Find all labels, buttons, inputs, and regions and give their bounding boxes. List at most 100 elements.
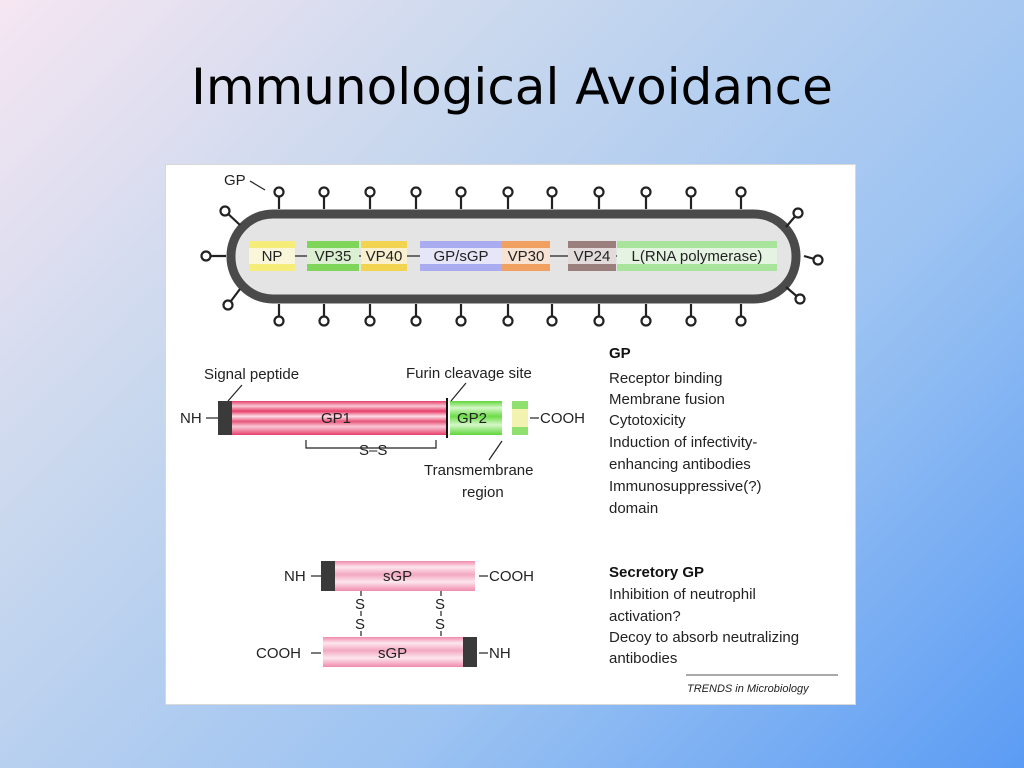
disulfide-s: S: [355, 596, 365, 613]
diagram-svg: GP NP VP35 VP40 GP/sGP VP30 VP24 L(RNA polymer…: [180, 172, 838, 695]
gene-block: NP: [249, 241, 295, 271]
gp-label-leader: [249, 180, 266, 191]
signal-peptide-leader: [227, 384, 243, 402]
sgp-function-item: activation?: [609, 608, 681, 625]
sgp-bottom-label: sGP: [378, 645, 407, 662]
gene-label: NP: [262, 248, 283, 265]
transmembrane-label-2: region: [462, 484, 504, 501]
gp-spike: [502, 304, 514, 327]
transmembrane-block: [512, 401, 528, 435]
gp-function-item: enhancing antibodies: [609, 456, 751, 473]
gp-spike: [502, 186, 514, 209]
disulfide-label: S–S: [359, 442, 387, 459]
gene-map: NP VP35 VP40 GP/sGP VP30 VP24 L(RNA polymerase…: [249, 241, 777, 271]
gp-spike: [410, 304, 422, 327]
gp2-label: GP2: [457, 410, 487, 427]
gp-spikes: [200, 186, 824, 327]
gp-spike: [735, 186, 747, 209]
gene-label: VP35: [315, 248, 352, 265]
gp-spike: [785, 286, 806, 305]
source-label: TRENDS in Microbiology: [687, 683, 810, 695]
gene-block: L(RNA polymerase): [617, 241, 777, 271]
gp-spike: [685, 186, 697, 209]
membrane-gap: [502, 401, 512, 435]
sgp-bottom-nh-label: NH: [489, 645, 511, 662]
gp-spike: [546, 186, 558, 209]
disulfide-s: S: [355, 616, 365, 633]
sgp-bottom-signal-block: [463, 637, 477, 667]
sgp-functions-heading: Secretory GP: [609, 564, 704, 581]
gp-spike: [219, 205, 241, 226]
gp-spike: [546, 304, 558, 327]
sgp-function-item: Inhibition of neutrophil: [609, 586, 756, 603]
gp-nh-label: NH: [180, 410, 202, 427]
furin-site-leader: [450, 382, 467, 402]
furin-site-label: Furin cleavage site: [406, 365, 532, 382]
disulfide-s: S: [435, 616, 445, 633]
gp-spike: [640, 186, 652, 209]
gp-function-item: Receptor binding: [609, 370, 722, 387]
signal-peptide-label: Signal peptide: [204, 366, 299, 383]
virion: GP NP VP35 VP40 GP/sGP VP30 VP24 L(RNA polymer…: [200, 172, 824, 327]
sgp-function-item: Decoy to absorb neutralizing: [609, 629, 799, 646]
gp-function-item: domain: [609, 500, 658, 517]
gp-spike: [200, 250, 226, 262]
transmembrane-leader: [488, 440, 503, 461]
gp-function-item: Induction of infectivity-: [609, 434, 757, 451]
gp-functions-heading: GP: [609, 345, 631, 362]
gp1-block: [232, 401, 448, 435]
sgp-top-signal-block: [321, 561, 335, 591]
gp-function-item: Immunosuppressive(?): [609, 478, 762, 495]
gp-spike: [364, 186, 376, 209]
gp-structure: Signal peptide Furin cleavage site NH GP…: [180, 365, 585, 501]
gene-label: L(RNA polymerase): [632, 248, 763, 265]
gp-spike: [410, 186, 422, 209]
gene-label: GP/sGP: [433, 248, 488, 265]
gp-spike: [273, 186, 285, 209]
gp-spike: [318, 304, 330, 327]
gp1-label: GP1: [321, 410, 351, 427]
gp-spike: [222, 288, 241, 311]
sgp-bottom-block: [323, 637, 463, 667]
signal-peptide-block: [218, 401, 232, 435]
slide-title: Immunological Avoidance: [191, 58, 833, 116]
sgp-top-cooh-label: COOH: [489, 568, 534, 585]
gp-spike: [364, 304, 376, 327]
gp-spike: [455, 304, 467, 327]
gp-cooh-label: COOH: [540, 410, 585, 427]
gene-block: VP30: [502, 241, 550, 271]
gp-spike: [735, 304, 747, 327]
gp-spike-label: GP: [224, 172, 246, 189]
gene-label: VP30: [508, 248, 545, 265]
gp-spike: [593, 304, 605, 327]
gp-function-item: Membrane fusion: [609, 391, 725, 408]
gp-spike: [455, 186, 467, 209]
gene-block: VP40: [361, 241, 407, 271]
sgp-top-block: [335, 561, 475, 591]
disulfide-bracket: [305, 440, 437, 449]
gene-block: VP35: [307, 241, 359, 271]
sgp-bottom-cooh-label: COOH: [256, 645, 301, 662]
sgp-function-item: antibodies: [609, 650, 677, 667]
gene-block: VP24: [568, 241, 616, 271]
gene-label: VP40: [366, 248, 403, 265]
sgp-top-label: sGP: [383, 568, 412, 585]
gp-function-item: Cytotoxicity: [609, 412, 686, 429]
gp-spike: [685, 304, 697, 327]
gene-block: GP/sGP: [420, 241, 502, 271]
gp-spike: [273, 304, 285, 327]
sgp-top-nh-label: NH: [284, 568, 306, 585]
gp2-block: [450, 401, 502, 435]
gene-label: VP24: [574, 248, 611, 265]
gp-spike: [640, 304, 652, 327]
disulfide-s: S: [435, 596, 445, 613]
ebola-gp-figure: GP NP VP35 VP40 GP/sGP VP30 VP24 L(RNA polymer…: [165, 164, 856, 705]
gp-spike: [318, 186, 330, 209]
transmembrane-label-1: Transmembrane: [424, 462, 533, 479]
gp-spike: [593, 186, 605, 209]
gp-spike: [803, 254, 824, 266]
gp-spike: [785, 207, 804, 228]
sgp-functions: Secretory GP Inhibition of neutrophil ac…: [609, 564, 799, 667]
sgp-structure: NH sGP COOH S S S S COOH sGP NH: [256, 561, 534, 667]
gp-functions: GP Receptor binding Membrane fusion Cyto…: [609, 345, 762, 517]
